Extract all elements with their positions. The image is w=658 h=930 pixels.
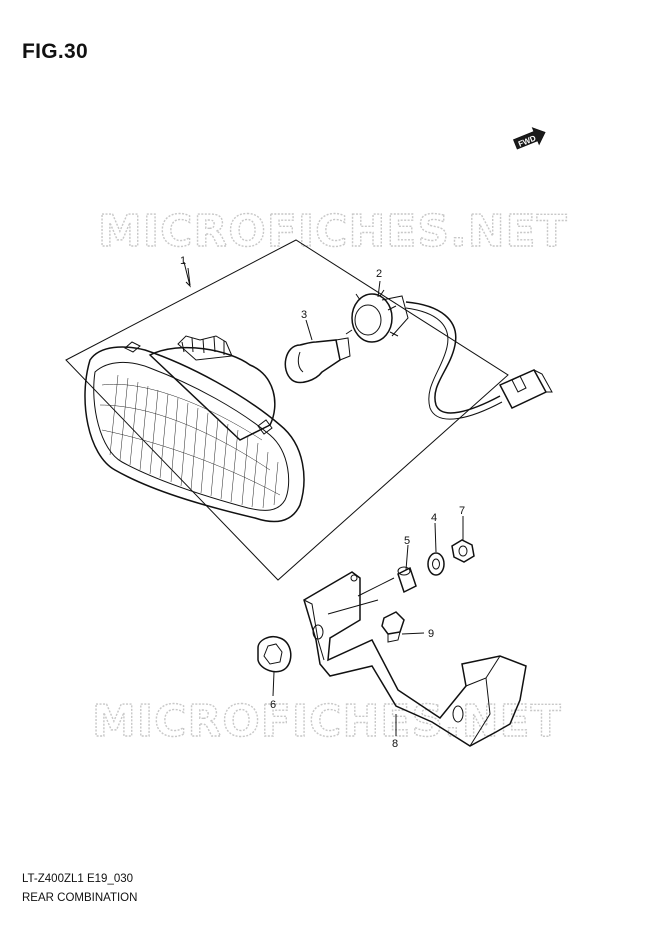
- bolt: [381, 611, 405, 643]
- rear-combination-lamp: [84, 335, 305, 523]
- callout-4: 4: [431, 512, 437, 524]
- callout-8: 8: [392, 738, 398, 750]
- washer: [427, 552, 445, 576]
- spacer: [397, 566, 417, 594]
- callout-7: 7: [459, 505, 465, 517]
- callout-1: 1: [180, 255, 186, 267]
- nut: [451, 539, 475, 563]
- callout-6: 6: [270, 699, 276, 711]
- callout-9: 9: [428, 628, 434, 640]
- lamp-socket-harness: [345, 289, 553, 420]
- watermark-top: MICROFICHES.NET: [98, 206, 568, 257]
- callout-5: 5: [404, 535, 410, 547]
- leader-lines: [183, 261, 464, 736]
- figure-title: FIG.30: [22, 40, 88, 63]
- bulb: [284, 337, 351, 384]
- fwd-arrow-icon: FWD: [512, 127, 546, 150]
- assembly-outline-box: [65, 239, 509, 581]
- bracket: [303, 571, 527, 747]
- watermark-bottom: MICROFICHES.NET: [92, 696, 562, 747]
- fwd-label: FWD: [517, 134, 537, 149]
- callout-3: 3: [301, 309, 307, 321]
- model-code: LT-Z400ZL1 E19_030: [22, 873, 134, 885]
- grommet: [257, 636, 292, 673]
- callout-2: 2: [376, 268, 382, 280]
- diagram-name: REAR COMBINATION: [22, 892, 138, 904]
